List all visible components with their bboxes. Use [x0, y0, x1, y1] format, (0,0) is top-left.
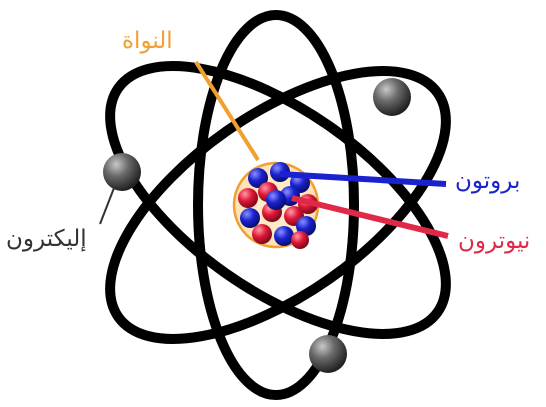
orbit-tilted-left — [105, 61, 451, 339]
neutron-pointer-line — [291, 195, 449, 239]
electron-pointer-line — [99, 187, 115, 225]
nucleus-pointer-line — [194, 60, 260, 162]
neutron-label: نيوترون — [458, 228, 531, 254]
proton-pointer-line — [279, 171, 447, 187]
orbit-vertical — [193, 10, 359, 400]
nucleus-label: النواة — [122, 28, 173, 54]
electron-bottom — [309, 335, 347, 373]
orbit-tilted-right — [105, 66, 451, 344]
electron-left — [103, 153, 141, 191]
electron-top-right — [373, 78, 411, 116]
proton-label: بروتون — [455, 168, 521, 194]
orbits — [105, 10, 451, 400]
electron-label: إليكترون — [6, 226, 87, 252]
